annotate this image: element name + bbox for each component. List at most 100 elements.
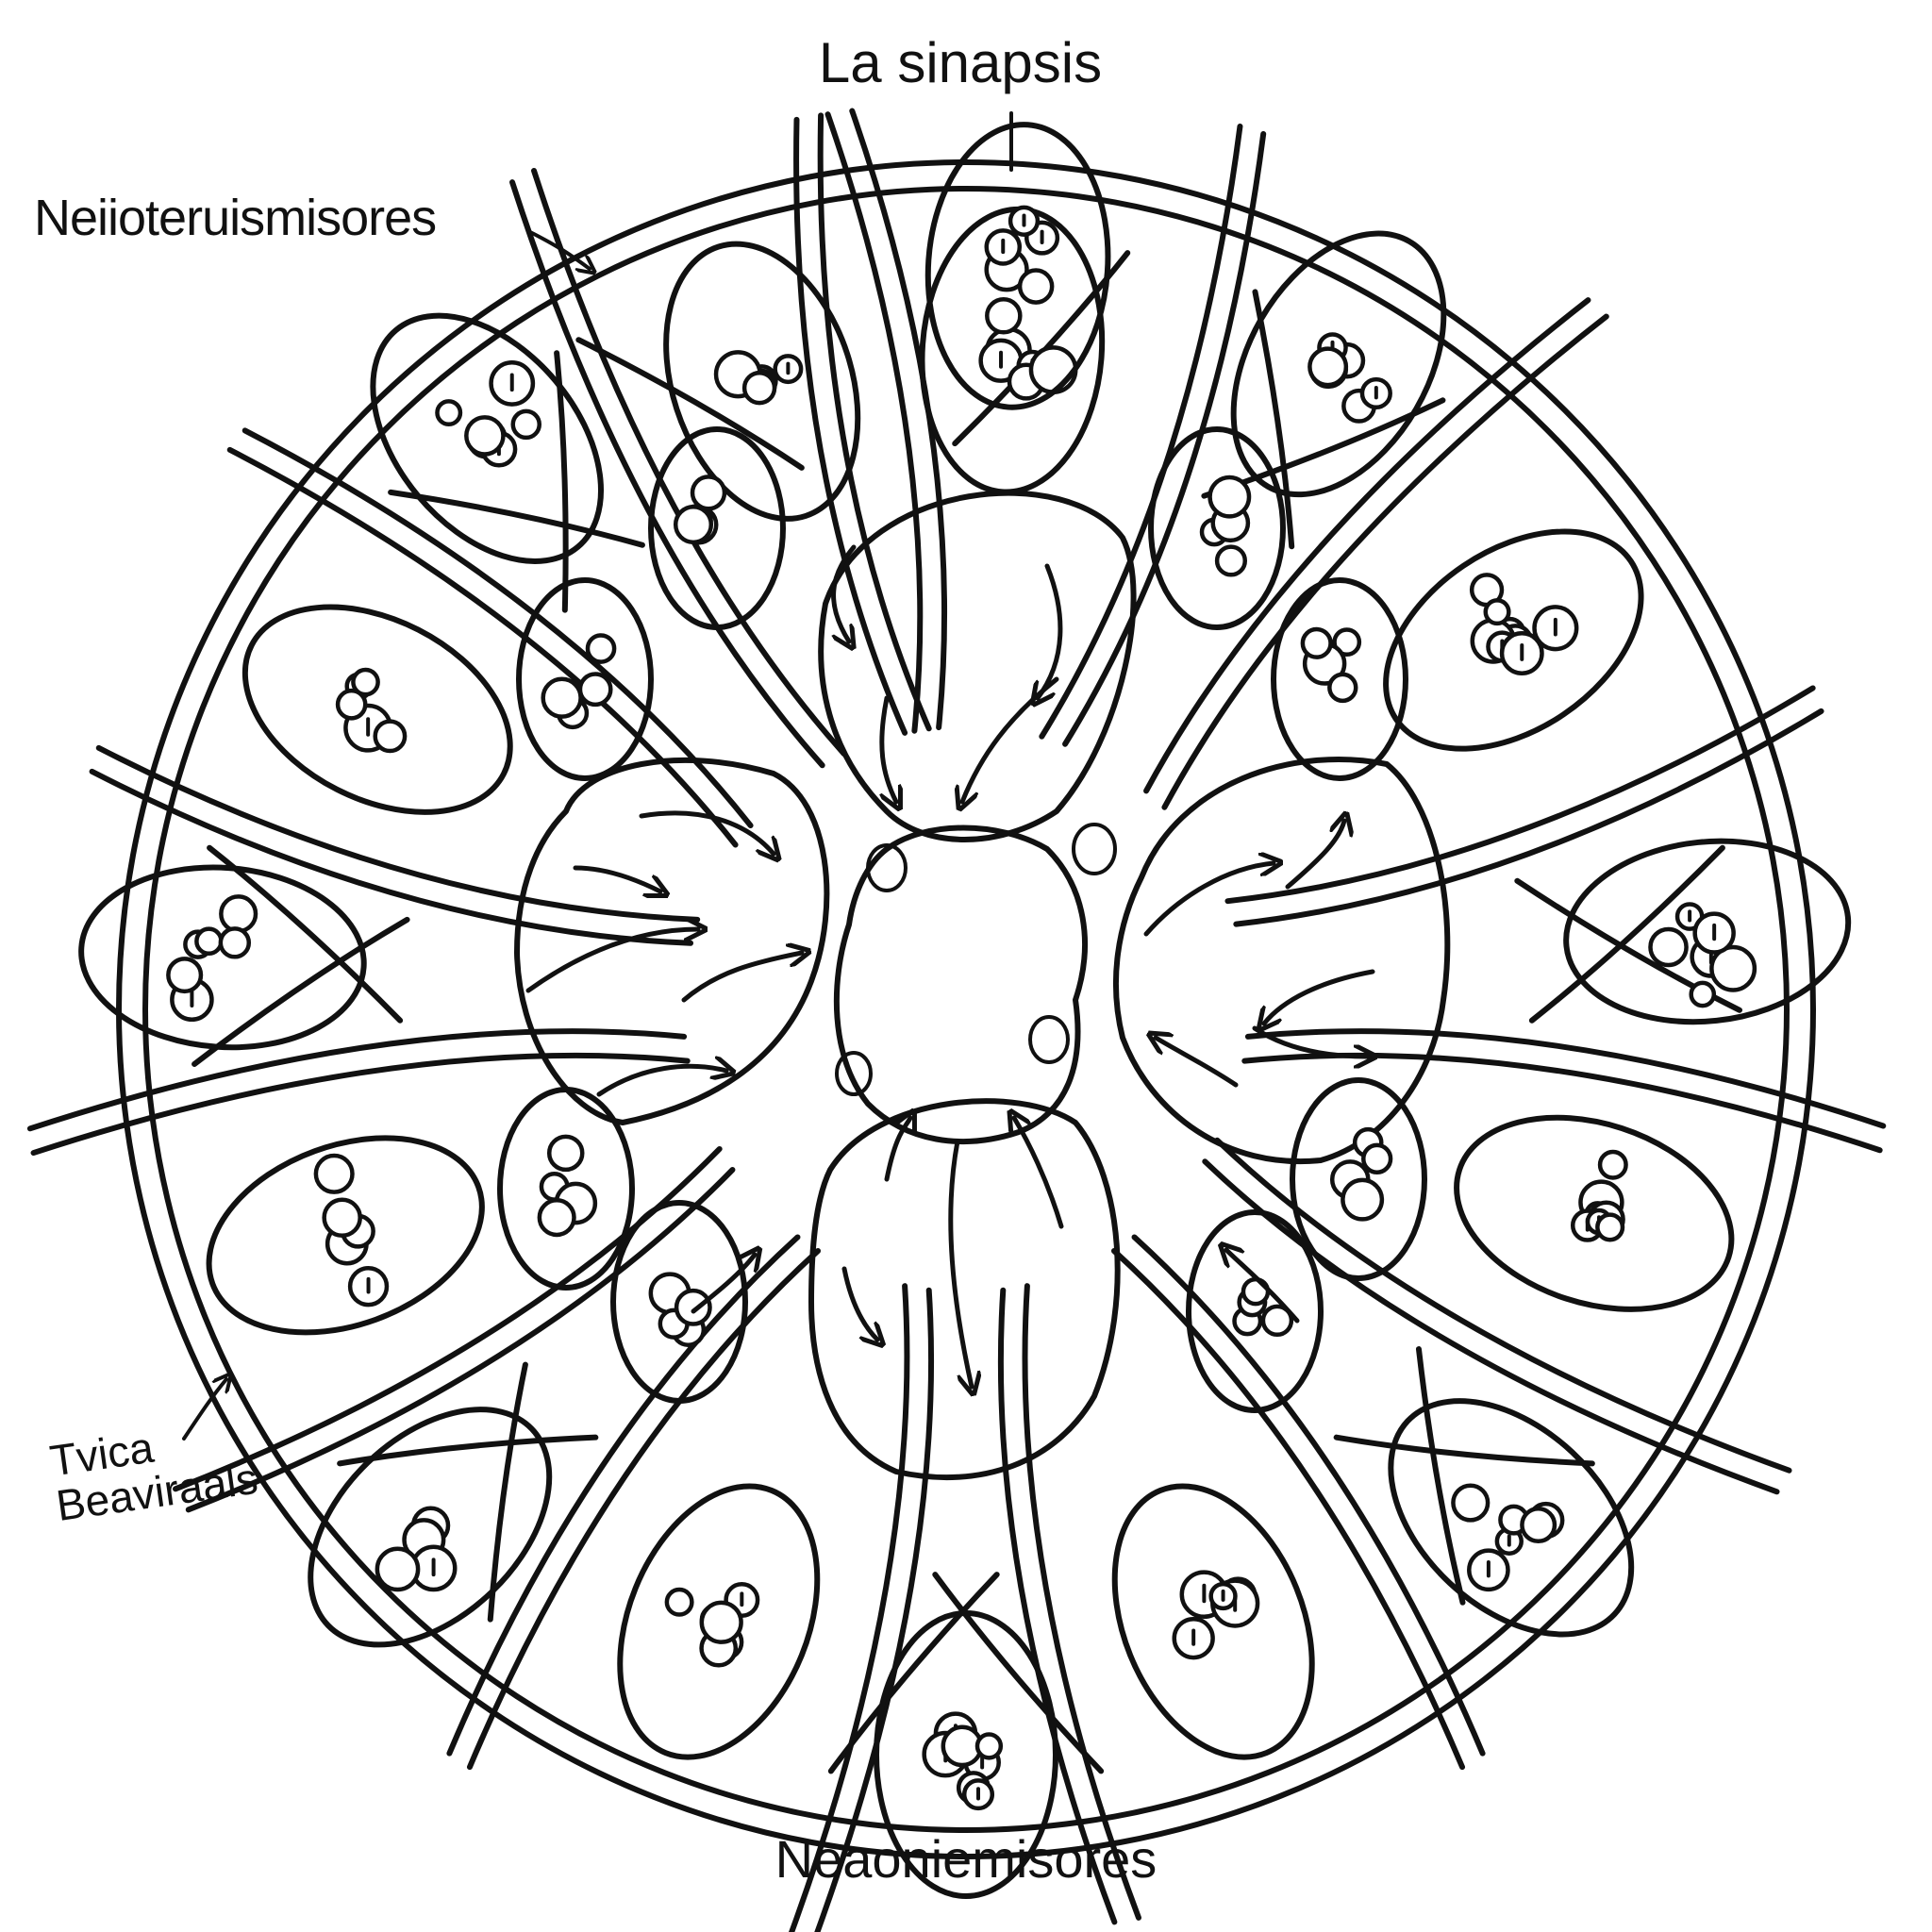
arrow: [525, 929, 698, 993]
vesicle: [1361, 1142, 1393, 1174]
axon-edge: [466, 1247, 822, 1771]
axon-edge: [226, 446, 739, 848]
arrow: [1252, 1025, 1368, 1057]
axon-branch: [1415, 1346, 1466, 1606]
cleft-left: [514, 757, 830, 1125]
axon-edge: [1214, 1137, 1792, 1474]
vesicle: [375, 1546, 421, 1592]
cleft-right: [1113, 757, 1451, 1165]
synaptic-sac: [370, 312, 604, 564]
arrow: [1264, 969, 1375, 1024]
axon-edge: [1022, 1283, 1141, 1921]
vesicle: [1260, 1304, 1294, 1338]
synaptic-sac: [242, 604, 513, 815]
axon-edge: [95, 744, 701, 923]
axon-edge: [1224, 685, 1816, 905]
nucleus-small: [1028, 1015, 1070, 1064]
synaptic-sac: [308, 1407, 553, 1648]
arrow: [831, 544, 854, 641]
axon-edge: [531, 167, 847, 758]
vesicle: [577, 672, 613, 708]
vesicle: [1214, 544, 1248, 577]
synaptic-sac: [1290, 1077, 1427, 1281]
vesicle: [1300, 626, 1333, 659]
axon-edge: [793, 116, 908, 736]
vesicle: [1483, 598, 1511, 626]
arrow: [596, 1066, 726, 1097]
vesicle: [194, 926, 224, 957]
arrow: [573, 865, 660, 891]
synaptic-sac: [497, 1087, 635, 1291]
label-neurotransmitters: Neiioteruismisores: [34, 190, 437, 246]
synaptic-sac: [924, 122, 1111, 410]
vesicle: [1520, 1506, 1557, 1544]
synaptic-sac: [516, 577, 654, 781]
axon-edge: [1143, 297, 1591, 794]
axon-bundle: [26, 108, 1887, 1932]
synaptic-sac: [1388, 1398, 1635, 1638]
vesicle: [464, 415, 506, 457]
vesicle: [1017, 268, 1055, 305]
axon-edge: [1244, 1028, 1887, 1129]
vesicle: [585, 633, 617, 664]
axon-edge: [814, 1287, 935, 1932]
pointer-line-side: [182, 1379, 226, 1441]
vesicle-sacs: [78, 122, 1852, 1899]
axon-edge: [30, 1052, 691, 1157]
axon-edge: [185, 1167, 736, 1513]
axon-branch: [932, 1572, 1105, 1774]
synaptic-sac: [874, 1610, 1058, 1899]
vesicle: [546, 1134, 585, 1173]
nucleus-small: [1072, 823, 1117, 875]
page-title: La sinapsis: [818, 31, 1103, 94]
vesicle: [1597, 1149, 1628, 1180]
axon-edge: [1233, 708, 1824, 927]
synaptic-sac: [617, 1483, 821, 1760]
transmission-arrows: [525, 544, 1375, 1387]
label-bottom: Neaoniemisores: [774, 1829, 1158, 1889]
nucleus-small: [835, 1051, 873, 1096]
axon-edge: [1062, 130, 1267, 747]
arrow: [691, 1255, 755, 1314]
vesicle: [1327, 672, 1358, 704]
synaptic-sac: [1454, 1114, 1735, 1312]
synaptic-sac: [663, 241, 861, 522]
synaptic-sac: [648, 426, 786, 630]
pointer-line-top-left: [526, 229, 590, 269]
vesicle: [1028, 345, 1078, 394]
vesicle: [313, 1153, 355, 1194]
axon-edge: [242, 427, 754, 829]
axon-edge: [817, 112, 932, 732]
arrow: [948, 1139, 972, 1387]
vesicle: [335, 688, 368, 721]
axon-edge: [788, 1283, 910, 1932]
cleft-top: [818, 490, 1137, 842]
axon-branch: [487, 1361, 528, 1623]
axon-branch: [1528, 844, 1725, 1024]
vesicle: [664, 1587, 694, 1617]
vesicle: [741, 371, 777, 406]
synaptic-sac: [206, 1135, 485, 1336]
vesicle: [1709, 944, 1757, 992]
vesicle: [322, 1197, 362, 1239]
arrow: [841, 1266, 877, 1340]
arrow: [1038, 563, 1063, 698]
axon-branch: [1252, 289, 1295, 550]
axon-edge: [1161, 313, 1609, 810]
synaptic-sac: [1383, 528, 1644, 752]
arrow: [962, 676, 1059, 802]
vesicle: [435, 399, 463, 427]
synaptic-sac: [1111, 1483, 1315, 1760]
arrow: [639, 810, 774, 854]
synaptic-sac: [1230, 230, 1447, 498]
vesicle: [1341, 1177, 1385, 1222]
arrow: [1014, 1118, 1064, 1229]
inner-membrane: [142, 186, 1790, 1833]
arrow: [1156, 1038, 1239, 1088]
vesicle: [673, 504, 714, 545]
axon-edge: [1131, 1234, 1486, 1757]
axon-edge: [89, 768, 694, 946]
axon-branch: [388, 489, 645, 548]
vesicle: [985, 296, 1023, 335]
